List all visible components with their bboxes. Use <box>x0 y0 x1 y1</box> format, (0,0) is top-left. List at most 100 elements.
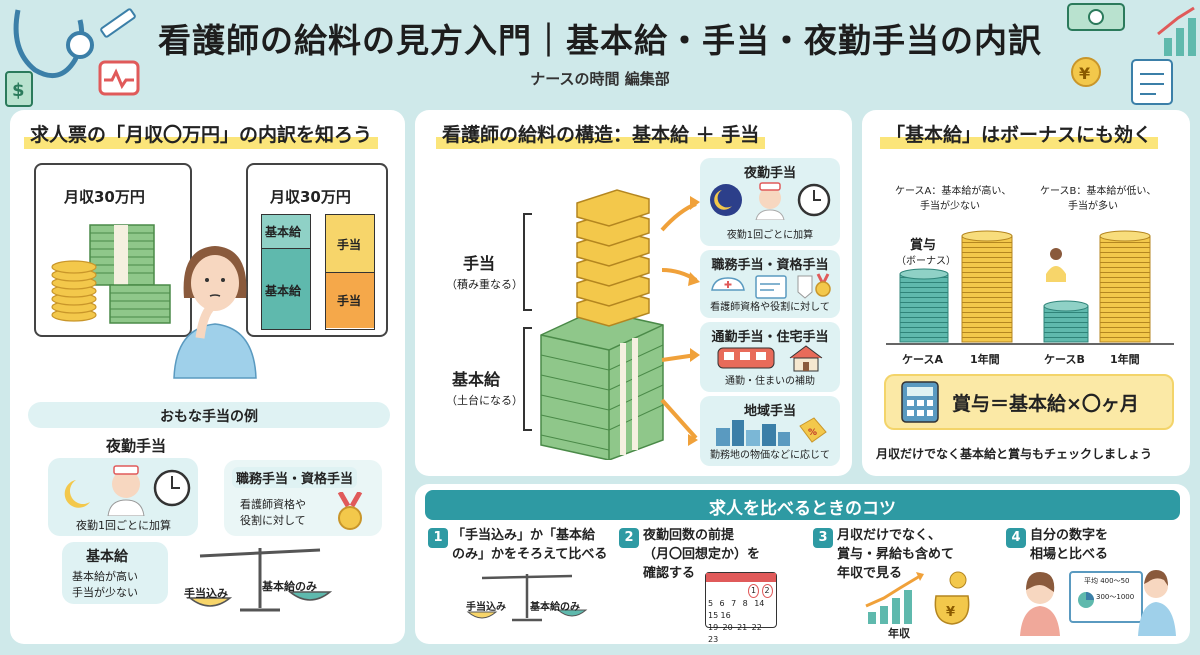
svg-text:¥: ¥ <box>946 605 955 620</box>
tips-title: 求人を比べるときのコツ <box>709 499 896 519</box>
examples-title: おもな手当の例 <box>160 409 258 425</box>
night-allowance-sub: 夜勤1回ごとに加算 <box>76 519 171 532</box>
examples-header <box>28 402 390 428</box>
allowance-bar-bottom-label: 手当 <box>337 294 362 308</box>
market-screen-line2: 300～1000 <box>1096 593 1135 601</box>
card-duty-allowance: 職務手当・資格手当 看護師資格や役割に対して <box>700 250 840 318</box>
balance-scale-icon <box>187 548 333 612</box>
page-title: 看護師の給料の見方入門｜基本給・手当・夜勤手当の内訳 <box>158 21 1042 60</box>
stethoscope-icon: $ <box>5 9 140 107</box>
calendar-day: 14 <box>754 599 765 608</box>
bonus-sub: （ボーナス） <box>896 256 956 267</box>
case-b-line1: ケースB：基本給が低い、 <box>1040 186 1157 197</box>
tip-4-line1: 自分の数字を <box>1030 528 1109 543</box>
svg-text:$: $ <box>12 80 25 101</box>
card-commute-allowance: 通勤手当・住宅手当 通勤・住まいの補助 <box>700 322 840 392</box>
scale-right-label: 基本給のみ <box>262 580 317 593</box>
syringe-icon <box>100 8 136 38</box>
tip-1-number: 1 <box>428 528 448 548</box>
night-shift-icons <box>710 182 831 220</box>
night-allowance-label: 夜勤手当 <box>106 437 167 455</box>
base-pay-sub2: 手当が少ない <box>72 586 138 599</box>
train-house-icons <box>717 345 823 372</box>
calendar-day: 16 <box>720 611 731 620</box>
card-commute-allowance-title: 通勤手当・住宅手当 <box>711 330 829 345</box>
compare-market-illustration <box>1020 570 1176 636</box>
bonus-coin-stacks <box>886 230 1174 345</box>
calendar-day: 20 <box>722 623 733 632</box>
base-pay-bar <box>261 214 311 330</box>
axis-case-a: ケースA <box>902 353 943 366</box>
allowance-stack-label: 手当 <box>463 254 496 273</box>
tip-3-line2: 賞与・昇給も含めて <box>837 547 955 562</box>
case-a-line2: 手当が少ない <box>920 201 980 212</box>
money-chart-icon: ¥ <box>1067 3 1196 105</box>
card-night-allowance: 夜勤手当 夜勤1回ごとに加算 <box>700 158 840 246</box>
card-duty-allowance-sub: 看護師資格や役割に対して <box>710 302 830 313</box>
svg-text:%: % <box>808 428 817 438</box>
tip-balance-scale-icon <box>466 574 588 622</box>
card-commute-allowance-sub: 通勤・住まいの補助 <box>725 376 815 387</box>
base-stack-label: 基本給 <box>452 370 501 389</box>
monthly-pay-label-2: 月収30万円 <box>270 188 351 206</box>
tip-2-number: 2 <box>619 528 639 548</box>
allowance-bracket <box>523 213 532 311</box>
calendar-day: 19 <box>708 623 719 632</box>
tip-scale-left-label: 手当込み <box>466 602 506 613</box>
calendar-day: 6 <box>719 599 725 608</box>
calendar-day: 21 <box>737 623 748 632</box>
monthly-pay-label-1: 月収30万円 <box>64 188 145 206</box>
tip-4-line2: 相場と比べる <box>1030 547 1109 562</box>
calculator-icon <box>901 381 939 423</box>
axis-year-a: 1年間 <box>970 353 1000 366</box>
calendar-icon <box>705 572 777 628</box>
tip-3-number: 3 <box>813 528 833 548</box>
calendar-day: 22 <box>751 623 762 632</box>
calendar-day: 2 <box>761 584 773 598</box>
duty-allowance-label: 職務手当・資格手当 <box>232 467 358 488</box>
bonus-formula: 賞与＝基本給×〇ヶ月 <box>952 393 1139 415</box>
calendar-day: 7 <box>731 599 737 608</box>
axis-year-b: 1年間 <box>1110 353 1140 366</box>
annual-income-label: 年収 <box>888 627 910 640</box>
calendar-day: 23 <box>708 635 719 644</box>
duty-allowance-sub2: 役割に対して <box>240 514 306 527</box>
pay-stack-illustration <box>540 189 664 460</box>
tip-3-line3: 年収で見る <box>837 566 903 581</box>
base-bracket <box>523 327 532 431</box>
bonus-label: 賞与 <box>910 238 937 253</box>
case-b-line2: 手当が多い <box>1068 201 1118 212</box>
thinking-nurse-illustration <box>173 246 257 379</box>
flow-arrows <box>660 196 700 446</box>
tip-3-line1: 月収だけでなく、 <box>837 528 942 543</box>
bonus-note: 月収だけでなく基本給と賞与もチェックしましょう <box>876 447 1153 461</box>
night-nurse-clock-icons <box>64 465 191 516</box>
svg-text:¥: ¥ <box>1079 64 1090 83</box>
card-regional-allowance-title: 地域手当 <box>743 404 796 419</box>
base-pay-bar-top-label: 基本給 <box>265 225 302 239</box>
calendar-day: 1 <box>748 584 759 598</box>
base-pay-label: 基本給 <box>86 549 128 565</box>
cash-stack-icon <box>51 224 171 324</box>
tip-1-line2: のみ」かをそろえて比べる <box>452 547 608 562</box>
card-regional-allowance: 地域手当 % 勤務地の物価などに応じて <box>700 396 840 466</box>
tip-4-number: 4 <box>1006 528 1026 548</box>
page-subtitle: ナースの時間 編集部 <box>530 70 670 88</box>
base-pay-bar-bottom-label: 基本給 <box>265 284 302 298</box>
tip-2-line3: 確認する <box>643 566 696 581</box>
base-pay-sub1: 基本給が高い <box>72 570 138 583</box>
calendar-day: 8 <box>742 599 748 608</box>
left-panel-title: 求人票の「月収〇万円」の内訳を知ろう <box>24 118 379 149</box>
annual-income-chart-icon: ¥ <box>865 571 970 625</box>
card-night-allowance-title: 夜勤手当 <box>743 166 796 181</box>
allowance-bar-top-label: 手当 <box>337 238 362 252</box>
allowance-stack-sub: （積み重なる） <box>446 278 523 291</box>
base-stack-sub: （土台になる） <box>446 394 523 407</box>
tip-2-line1: 夜勤回数の前提 <box>643 528 735 543</box>
calendar-grid: 1 2 5 6 7 8 14 15 16 19 20 21 22 23 <box>708 584 776 646</box>
license-icons <box>711 273 831 299</box>
tips-header <box>425 490 1180 520</box>
duty-allowance-sub1: 看護師資格や <box>240 498 306 511</box>
card-regional-allowance-sub: 勤務地の物価などに応じて <box>710 450 830 461</box>
middle-panel-title: 看護師の給料の構造：基本給 ＋ 手当 <box>436 118 766 149</box>
